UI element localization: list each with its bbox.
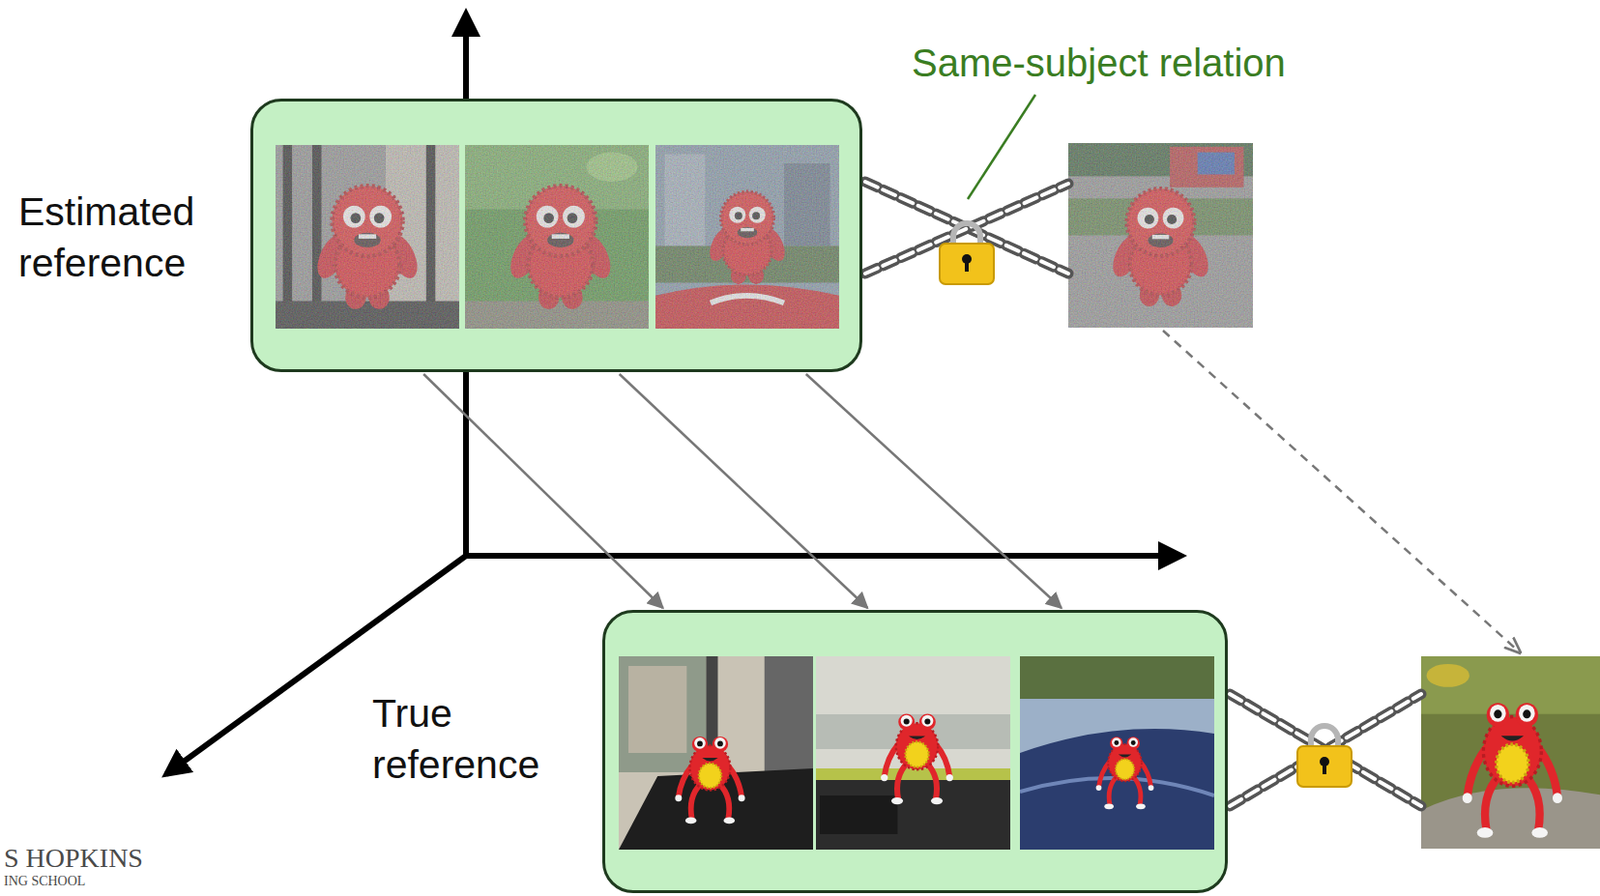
leader-line bbox=[967, 94, 1036, 200]
mapping-arrow bbox=[806, 374, 1062, 609]
mapping-arrow bbox=[423, 374, 664, 609]
axis-label: Estimated reference bbox=[18, 186, 246, 291]
reference-box: Estimated reference bbox=[250, 98, 863, 373]
chain-lock bbox=[1229, 694, 1422, 807]
dashed-arrow bbox=[1163, 330, 1519, 652]
annotation-text: Same-subject relation bbox=[911, 40, 1286, 86]
axis-label: True reference bbox=[372, 688, 595, 792]
reference-box: True reference bbox=[602, 610, 1228, 894]
reference-images bbox=[605, 612, 1225, 891]
noisy-image bbox=[1068, 143, 1253, 328]
logo-text: ING SCHOOL bbox=[3, 873, 86, 890]
photo bbox=[1421, 656, 1600, 849]
chain-lock bbox=[865, 181, 1069, 285]
reference-images bbox=[253, 101, 860, 370]
mapping-arrow bbox=[619, 374, 869, 609]
logo-text: S HOPKINS bbox=[3, 843, 144, 874]
